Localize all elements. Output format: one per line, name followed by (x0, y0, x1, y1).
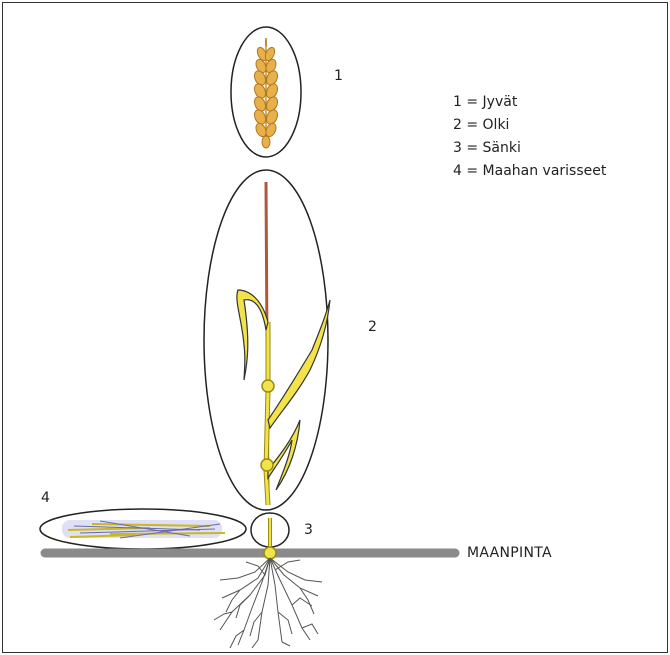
region-1-label: 1 (334, 69, 343, 83)
fallen-straw-icon (62, 520, 225, 538)
legend-item-stubble: 3 = Sänki (453, 138, 606, 161)
legend: 1 = Jyvät 2 = Olki 3 = Sänki 4 = Maahan … (453, 92, 606, 184)
roots-icon (214, 558, 322, 648)
region-2-label: 2 (368, 320, 377, 334)
legend-item-grains: 1 = Jyvät (453, 92, 606, 115)
ground-label: MAANPINTA (467, 545, 552, 561)
straw-stalk (237, 182, 330, 505)
region-3-label: 3 (304, 523, 313, 537)
legend-item-fallen: 4 = Maahan varisseet (453, 161, 606, 184)
region-4-label: 4 (41, 491, 50, 505)
stubble-icon (264, 518, 276, 559)
wheat-ear-icon (252, 38, 279, 148)
legend-item-straw: 2 = Olki (453, 115, 606, 138)
